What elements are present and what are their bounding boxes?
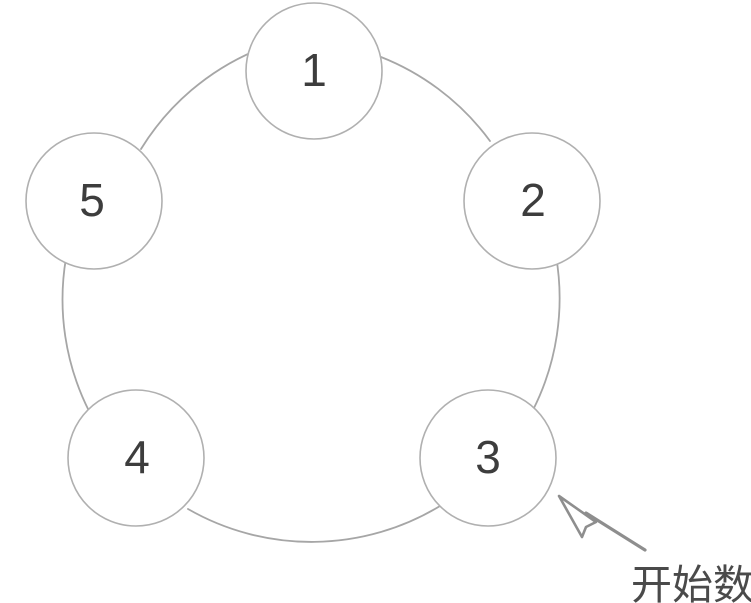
node-5-label: 5 <box>79 174 105 226</box>
node-4[interactable]: 4 <box>67 389 205 527</box>
node-5[interactable]: 5 <box>25 132 163 270</box>
start-annotation-label: 开始数 <box>631 561 751 603</box>
node-2-label: 2 <box>520 174 546 226</box>
node-3-label: 3 <box>475 431 501 483</box>
edge-3-to-4 <box>187 505 441 543</box>
node-1-label: 1 <box>301 44 327 96</box>
node-5-circle[interactable] <box>25 132 163 270</box>
start-annotation-arrow <box>557 494 647 552</box>
node-1[interactable]: 1 <box>245 2 383 140</box>
edge-2-to-3 <box>532 255 561 411</box>
node-2-circle[interactable] <box>463 132 601 270</box>
arrow-head-icon <box>557 494 598 539</box>
node-1-circle[interactable] <box>245 2 383 140</box>
node-4-label: 4 <box>124 431 150 483</box>
arrow-shaft <box>584 511 647 552</box>
edge-5-to-1 <box>140 49 258 150</box>
node-4-circle[interactable] <box>67 389 205 527</box>
node-group: 1 2 3 4 5 <box>25 2 601 527</box>
edge-4-to-5 <box>61 257 90 412</box>
edge-1-to-2 <box>372 53 491 142</box>
node-3[interactable]: 3 <box>419 389 557 527</box>
edge-group <box>61 49 561 543</box>
node-3-circle[interactable] <box>419 389 557 527</box>
node-2[interactable]: 2 <box>463 132 601 270</box>
